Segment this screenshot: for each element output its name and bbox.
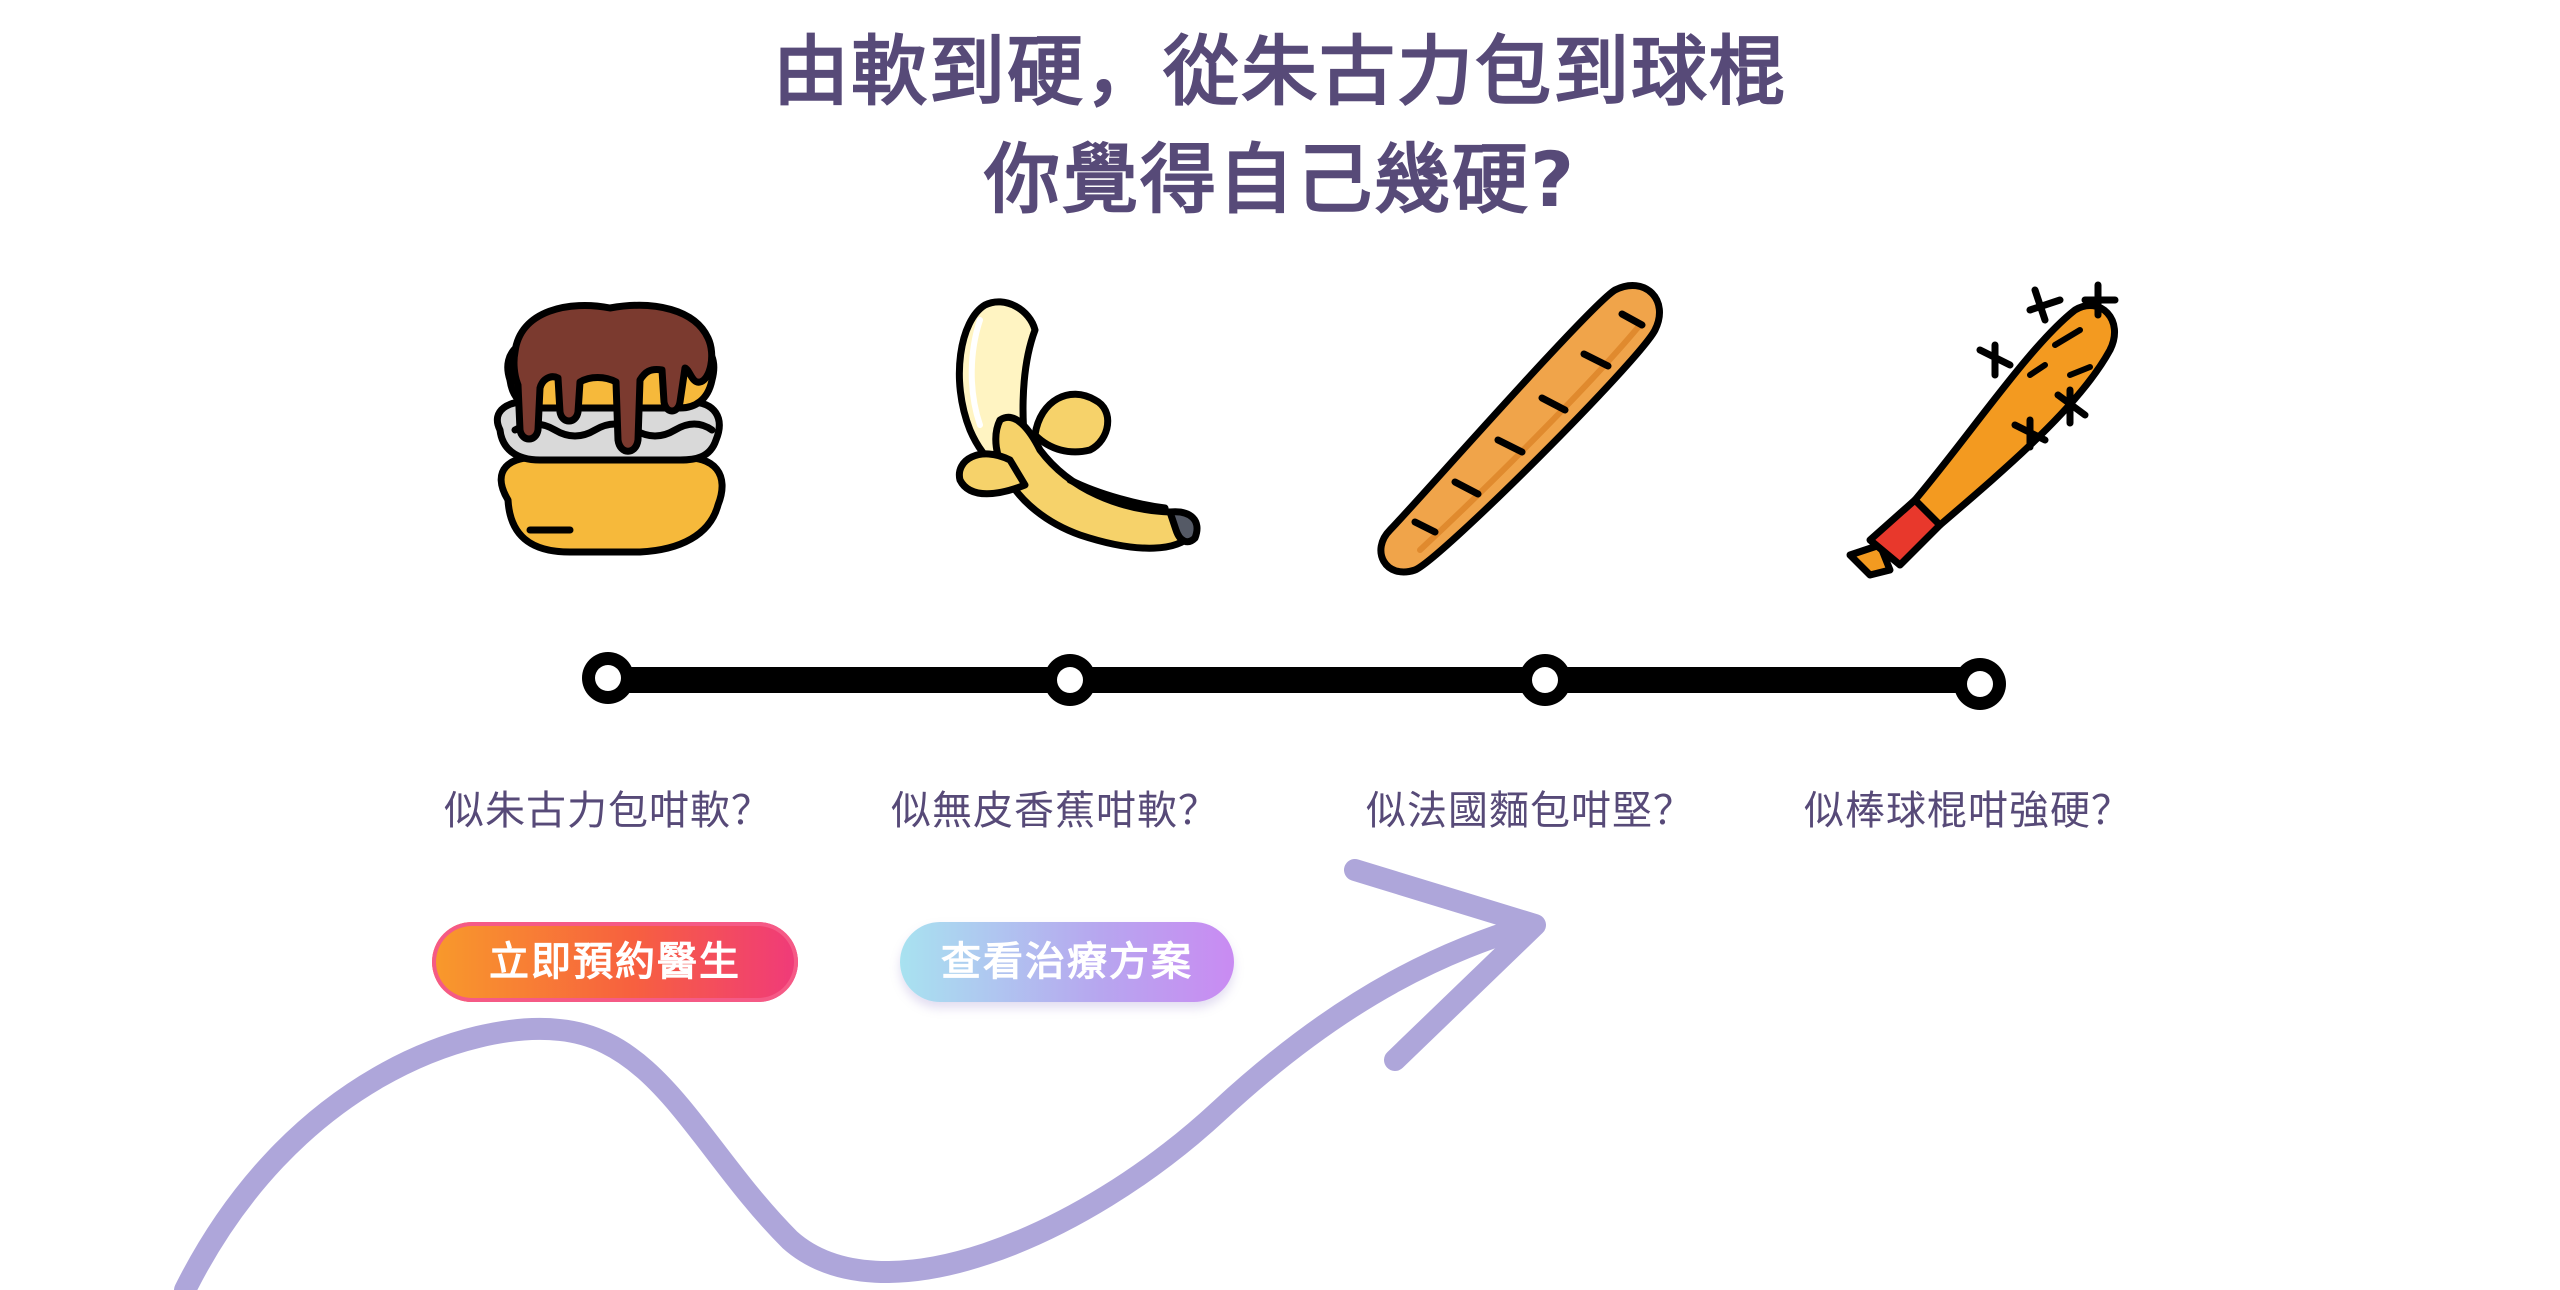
timeline-dot-3 (1519, 654, 1571, 706)
timeline-dot-2 (1044, 654, 1096, 706)
timeline-dot-4 (1954, 658, 2006, 710)
title-line-1: 由軟到硬，從朱古力包到球棍 (773, 27, 1787, 116)
baguette-icon (1360, 270, 1680, 590)
spiked-bat-icon (1830, 275, 2140, 595)
title-line-2: 你覺得自己幾硬? (983, 135, 1577, 224)
caption-banana: 似無皮香蕉咁軟？ (891, 788, 1219, 834)
view-treatment-plan-button[interactable]: 查看治療方案 (900, 922, 1234, 1002)
cream-puff-icon (480, 290, 740, 570)
peeled-banana-icon (940, 280, 1220, 580)
caption-baguette: 似法國麵包咁堅？ (1366, 788, 1694, 834)
timeline-dot-1 (582, 652, 634, 704)
page-title: 由軟到硬，從朱古力包到球棍 你覺得自己幾硬? (350, 18, 2210, 234)
caption-cream-puff: 似朱古力包咁軟？ (444, 788, 772, 834)
arrow-head (1344, 859, 1546, 1071)
arrow-curve (174, 914, 1541, 1290)
caption-baseball-bat: 似棒球棍咁強硬？ (1804, 788, 2132, 834)
book-doctor-button[interactable]: 立即預約醫生 (432, 922, 798, 1002)
